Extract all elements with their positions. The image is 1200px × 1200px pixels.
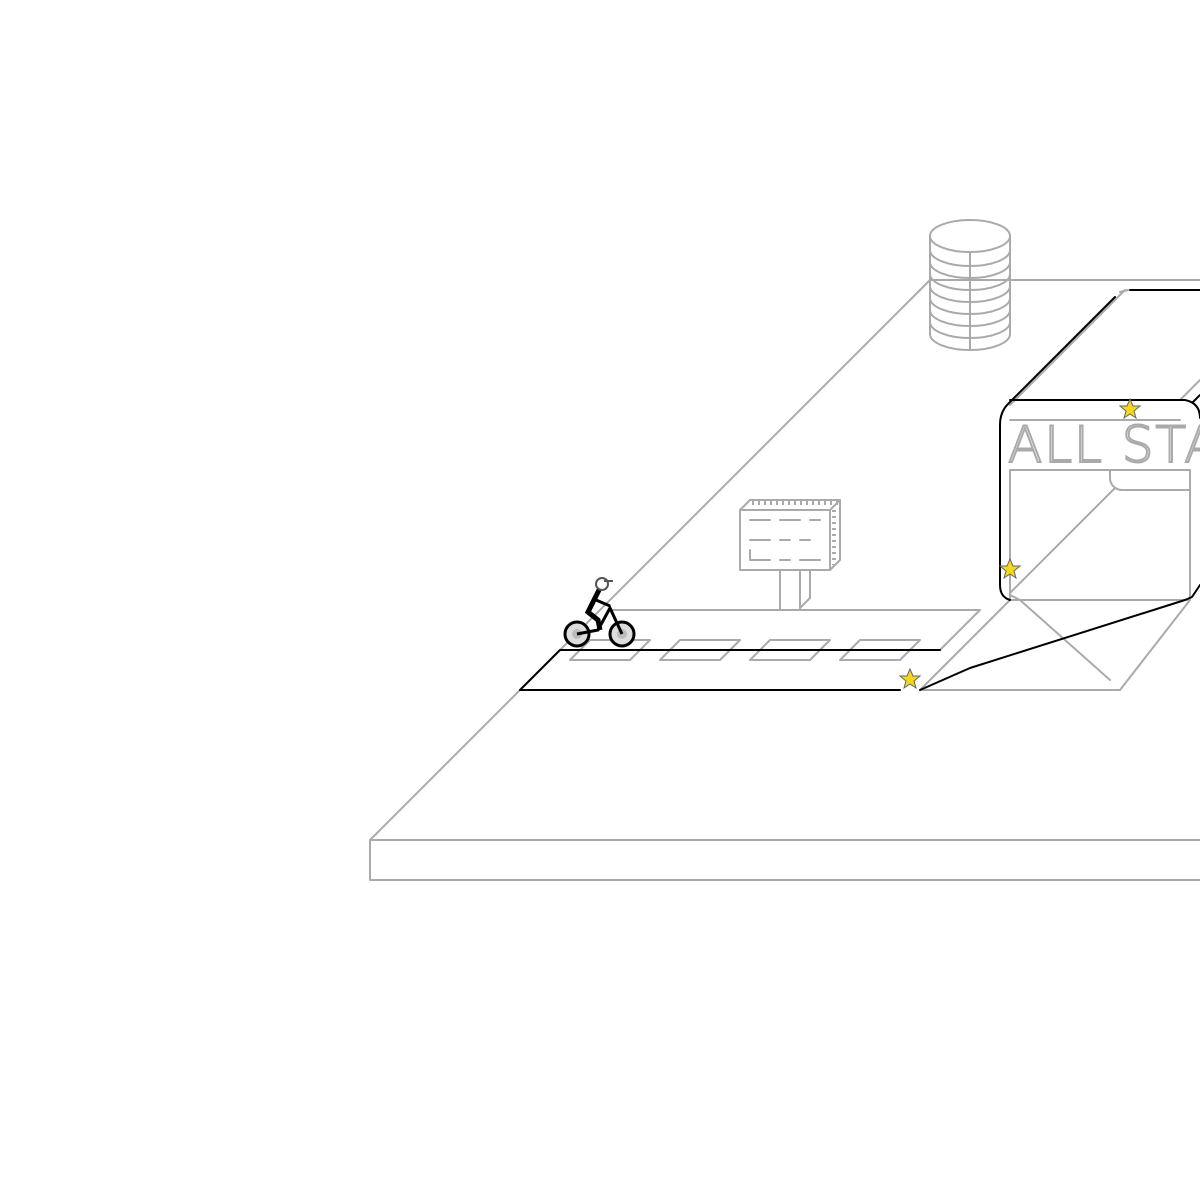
- rider-head: [595, 577, 609, 591]
- all-star-sign: ALL STAR: [1008, 416, 1200, 474]
- platform-outline: [369, 279, 1200, 881]
- track-line-building: [999, 289, 1200, 601]
- water-tank: [929, 219, 1011, 351]
- stars: [898, 397, 1142, 690]
- star-icon: [998, 557, 1022, 580]
- billboard: [739, 499, 841, 611]
- scenery-layer: ALL STAR: [369, 219, 1200, 881]
- star-icon: [1118, 397, 1142, 420]
- star-icon: [898, 667, 922, 690]
- all-star-building: ALL STAR: [919, 289, 1200, 691]
- track-line-ramp: [919, 584, 1200, 691]
- track-line-road: [519, 649, 941, 691]
- bike-rider: [563, 577, 636, 648]
- road-outline: [609, 609, 981, 651]
- track-layer: [519, 289, 1200, 691]
